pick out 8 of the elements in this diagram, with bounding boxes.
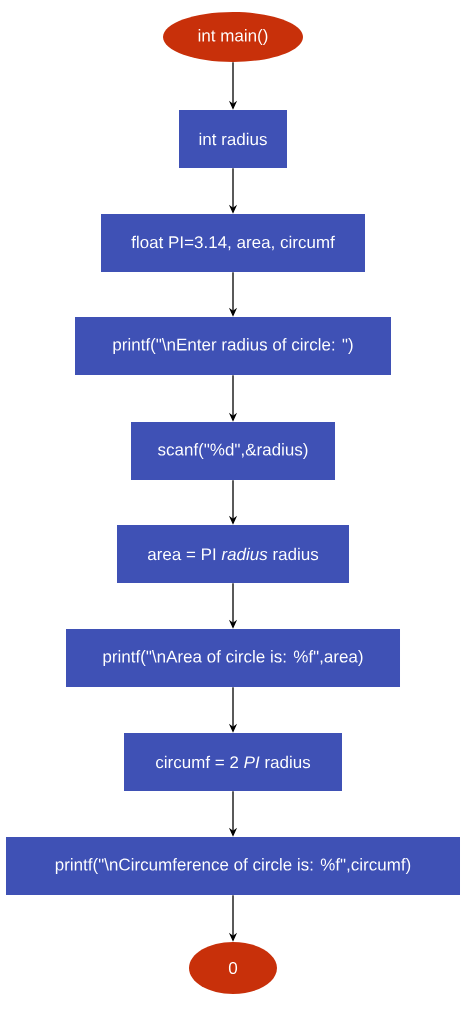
process-box: circumf = 2 PI radius [124,733,342,791]
process-box: scanf("%d",&radius) [131,422,335,480]
process-box: printf("\nArea of circle is: %f",area) [66,629,400,687]
process-box: printf("\nCircumference of circle is: %f",circumf) [6,837,460,895]
process-box: int radius [179,110,287,168]
process-box: printf("\nEnter radius of circle: ") [75,317,391,375]
process-box: area = PI radius radius [117,525,349,583]
process-box: float PI=3.14, area, circumf [101,214,365,272]
